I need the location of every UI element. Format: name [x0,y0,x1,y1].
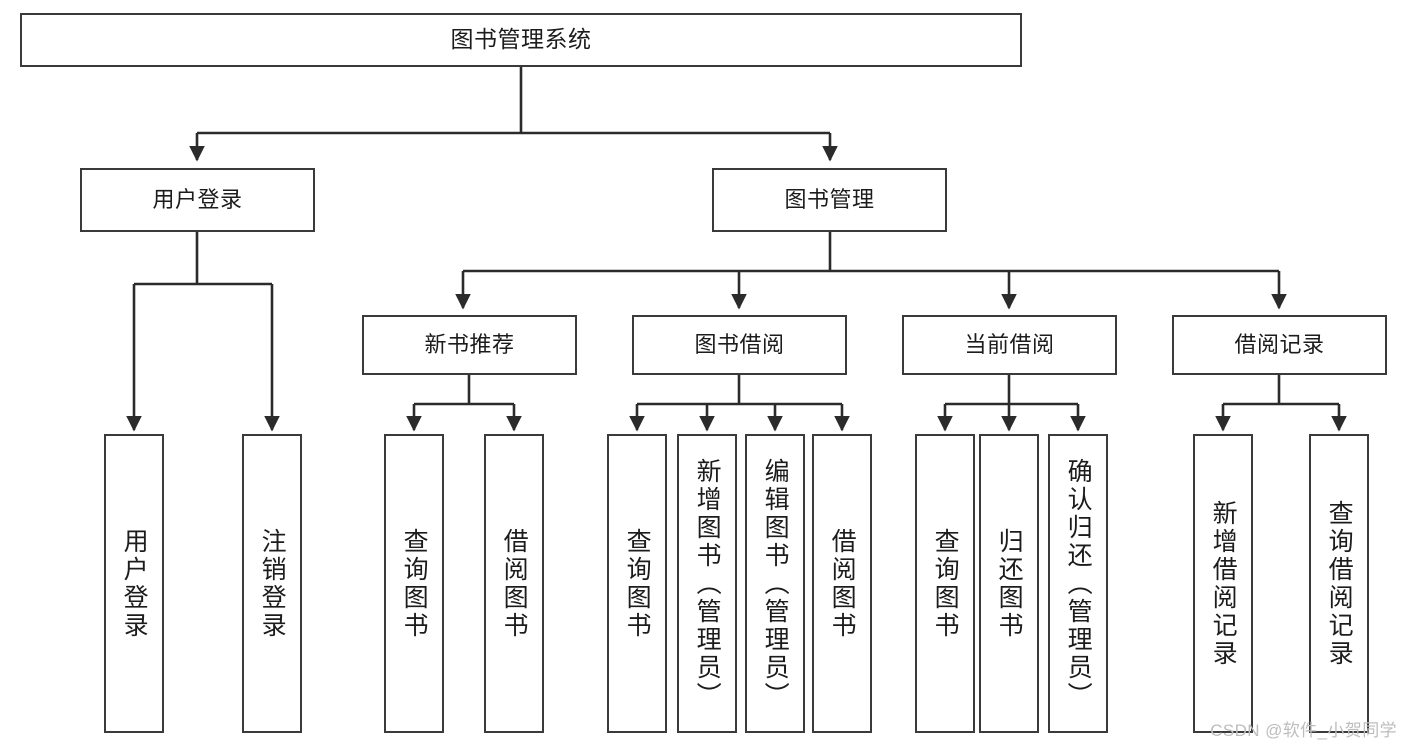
leaf-add-book-admin-label: 新增图书（管理员） [693,457,722,710]
leaf-borrow-book-2[interactable]: 借阅图书 [812,434,872,733]
node-new-book-recommend[interactable]: 新书推荐 [362,315,577,375]
leaf-confirm-return-admin[interactable]: 确认归还（管理员） [1048,434,1108,733]
leaf-query-book-2[interactable]: 查询图书 [607,434,667,733]
leaf-query-book-1-label: 查询图书 [400,527,429,640]
leaf-return-book[interactable]: 归还图书 [979,434,1039,733]
node-borrow-record[interactable]: 借阅记录 [1172,315,1387,375]
csdn-watermark: CSDN @软件_小贺同学 [1210,721,1397,740]
leaf-add-book-admin[interactable]: 新增图书（管理员） [677,434,737,733]
leaf-borrow-book-1[interactable]: 借阅图书 [484,434,544,733]
node-user-login[interactable]: 用户登录 [80,168,315,232]
leaf-query-book-2-label: 查询图书 [623,527,652,640]
leaf-query-book-3-label: 查询图书 [931,527,960,640]
leaf-edit-book-admin[interactable]: 编辑图书（管理员） [745,434,805,733]
leaf-logout[interactable]: 注销登录 [242,434,302,733]
node-borrow-record-label: 借阅记录 [1234,332,1325,358]
leaf-query-book-3[interactable]: 查询图书 [915,434,975,733]
node-current-borrow[interactable]: 当前借阅 [902,315,1117,375]
node-book-manage-label: 图书管理 [784,187,875,213]
leaf-user-login[interactable]: 用户登录 [104,434,164,733]
node-book-borrow[interactable]: 图书借阅 [632,315,847,375]
leaf-add-borrow-record[interactable]: 新增借阅记录 [1193,434,1253,733]
leaf-borrow-book-2-label: 借阅图书 [828,527,857,640]
leaf-borrow-book-1-label: 借阅图书 [500,527,529,640]
leaf-add-borrow-record-label: 新增借阅记录 [1209,499,1238,668]
node-book-borrow-label: 图书借阅 [694,332,785,358]
node-root-label: 图书管理系统 [450,26,592,53]
leaf-query-book-1[interactable]: 查询图书 [384,434,444,733]
node-current-borrow-label: 当前借阅 [964,332,1055,358]
leaf-return-book-label: 归还图书 [995,527,1024,640]
leaf-query-borrow-record[interactable]: 查询借阅记录 [1309,434,1369,733]
leaf-edit-book-admin-label: 编辑图书（管理员） [761,457,790,710]
leaf-user-login-label: 用户登录 [120,527,149,640]
leaf-query-borrow-record-label: 查询借阅记录 [1325,499,1354,668]
node-user-login-label: 用户登录 [152,187,243,213]
leaf-confirm-return-admin-label: 确认归还（管理员） [1064,457,1093,710]
node-book-manage[interactable]: 图书管理 [712,168,947,232]
node-root[interactable]: 图书管理系统 [20,13,1022,67]
node-new-book-recommend-label: 新书推荐 [424,332,515,358]
leaf-logout-label: 注销登录 [258,527,287,640]
